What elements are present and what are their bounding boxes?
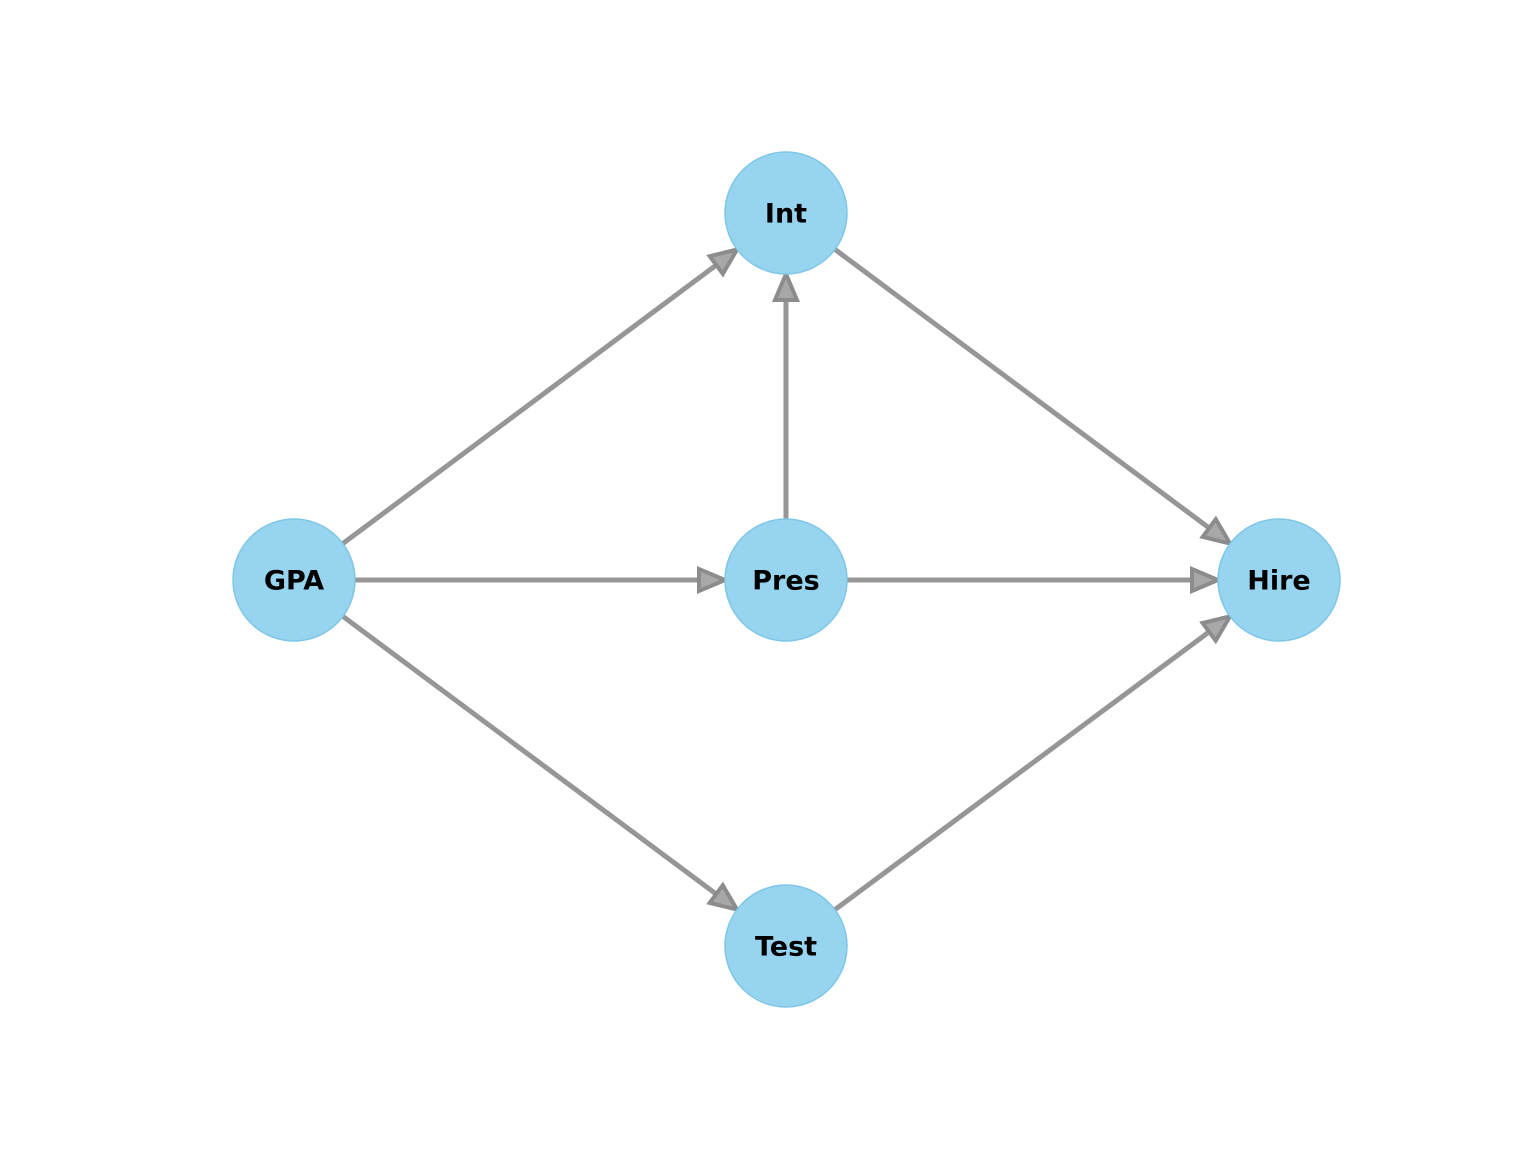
edge-gpa-to-int: [341, 261, 720, 546]
node-int[interactable]: Int: [724, 151, 848, 275]
node-label-int: Int: [765, 199, 807, 230]
node-gpa[interactable]: GPA: [232, 518, 356, 642]
node-label-gpa: GPA: [264, 566, 324, 597]
arrowhead-gpa-to-pres: [697, 565, 731, 595]
edges-layer: [341, 246, 1235, 913]
node-circle-gpa[interactable]: [232, 518, 356, 642]
node-label-test: Test: [755, 932, 817, 963]
arrowhead-test-to-hire: [1199, 613, 1235, 645]
node-test[interactable]: Test: [724, 884, 848, 1008]
arrowhead-gpa-to-test: [706, 881, 742, 913]
node-circle-test[interactable]: [724, 884, 848, 1008]
node-pres[interactable]: Pres: [724, 518, 848, 642]
node-label-pres: Pres: [752, 566, 820, 597]
edge-gpa-to-test: [341, 614, 720, 898]
node-circle-int[interactable]: [724, 151, 848, 275]
edge-test-to-hire: [833, 628, 1213, 912]
node-circle-hire[interactable]: [1217, 518, 1341, 642]
node-label-hire: Hire: [1247, 566, 1310, 597]
arrowhead-pres-to-hire: [1190, 565, 1224, 595]
node-hire[interactable]: Hire: [1217, 518, 1341, 642]
arrowhead-pres-to-int: [771, 268, 801, 302]
node-circle-pres[interactable]: [724, 518, 848, 642]
arrowhead-gpa-to-int: [706, 246, 742, 278]
edge-int-to-hire: [833, 247, 1213, 532]
arrowhead-int-to-hire: [1199, 515, 1235, 547]
